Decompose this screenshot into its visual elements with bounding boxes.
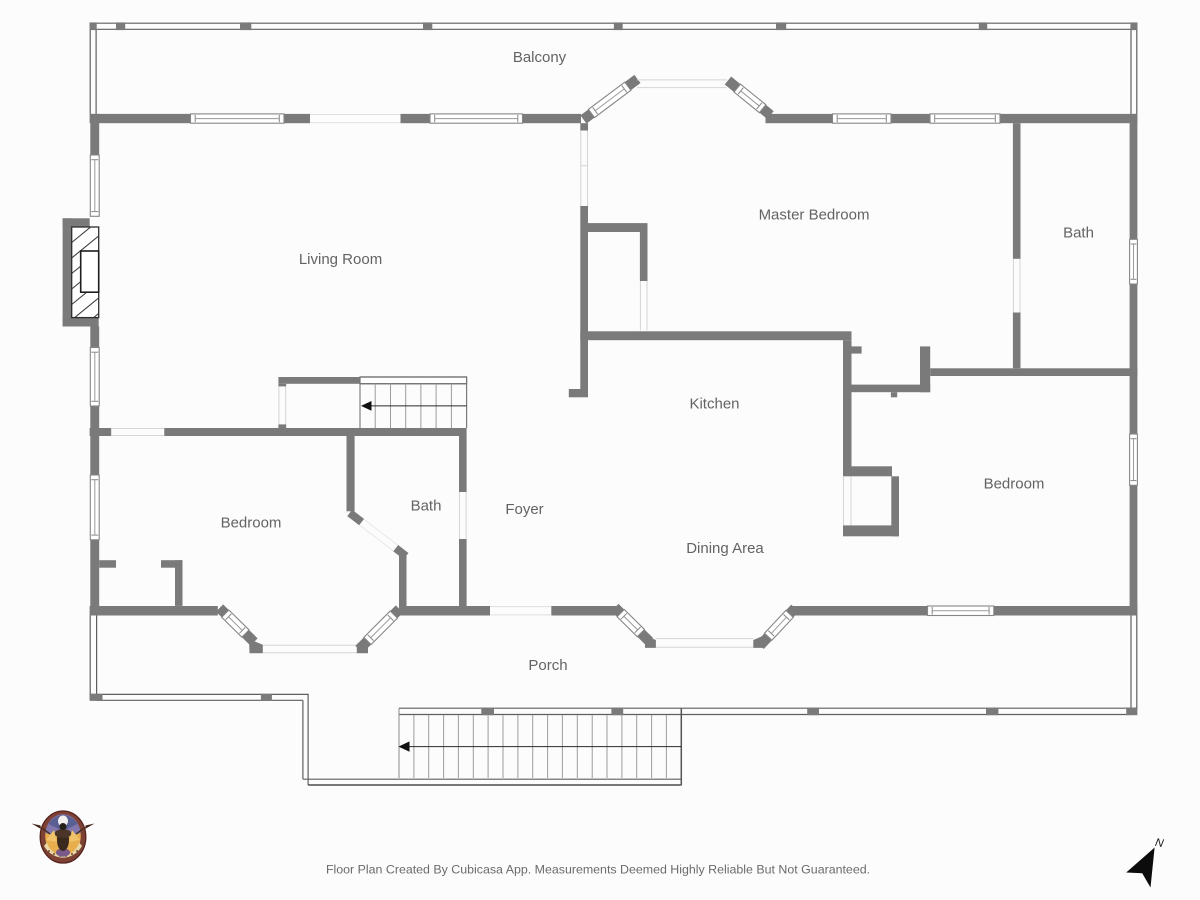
svg-text:Floor Plan Created By Cubicasa: Floor Plan Created By Cubicasa App. Meas…	[326, 863, 870, 877]
svg-text:Dining Area: Dining Area	[686, 540, 764, 557]
svg-text:N: N	[1154, 837, 1165, 850]
svg-text:Kitchen: Kitchen	[689, 396, 739, 413]
svg-text:Bath: Bath	[411, 498, 442, 515]
svg-text:Balcony: Balcony	[513, 49, 567, 66]
svg-text:Foyer: Foyer	[505, 501, 543, 518]
svg-text:Master Bedroom: Master Bedroom	[759, 207, 870, 224]
svg-text:Living Room: Living Room	[299, 251, 382, 268]
svg-text:Bath: Bath	[1063, 225, 1094, 242]
svg-text:Bedroom: Bedroom	[984, 476, 1045, 493]
svg-text:Bedroom: Bedroom	[221, 515, 282, 532]
svg-text:Porch: Porch	[528, 657, 567, 674]
